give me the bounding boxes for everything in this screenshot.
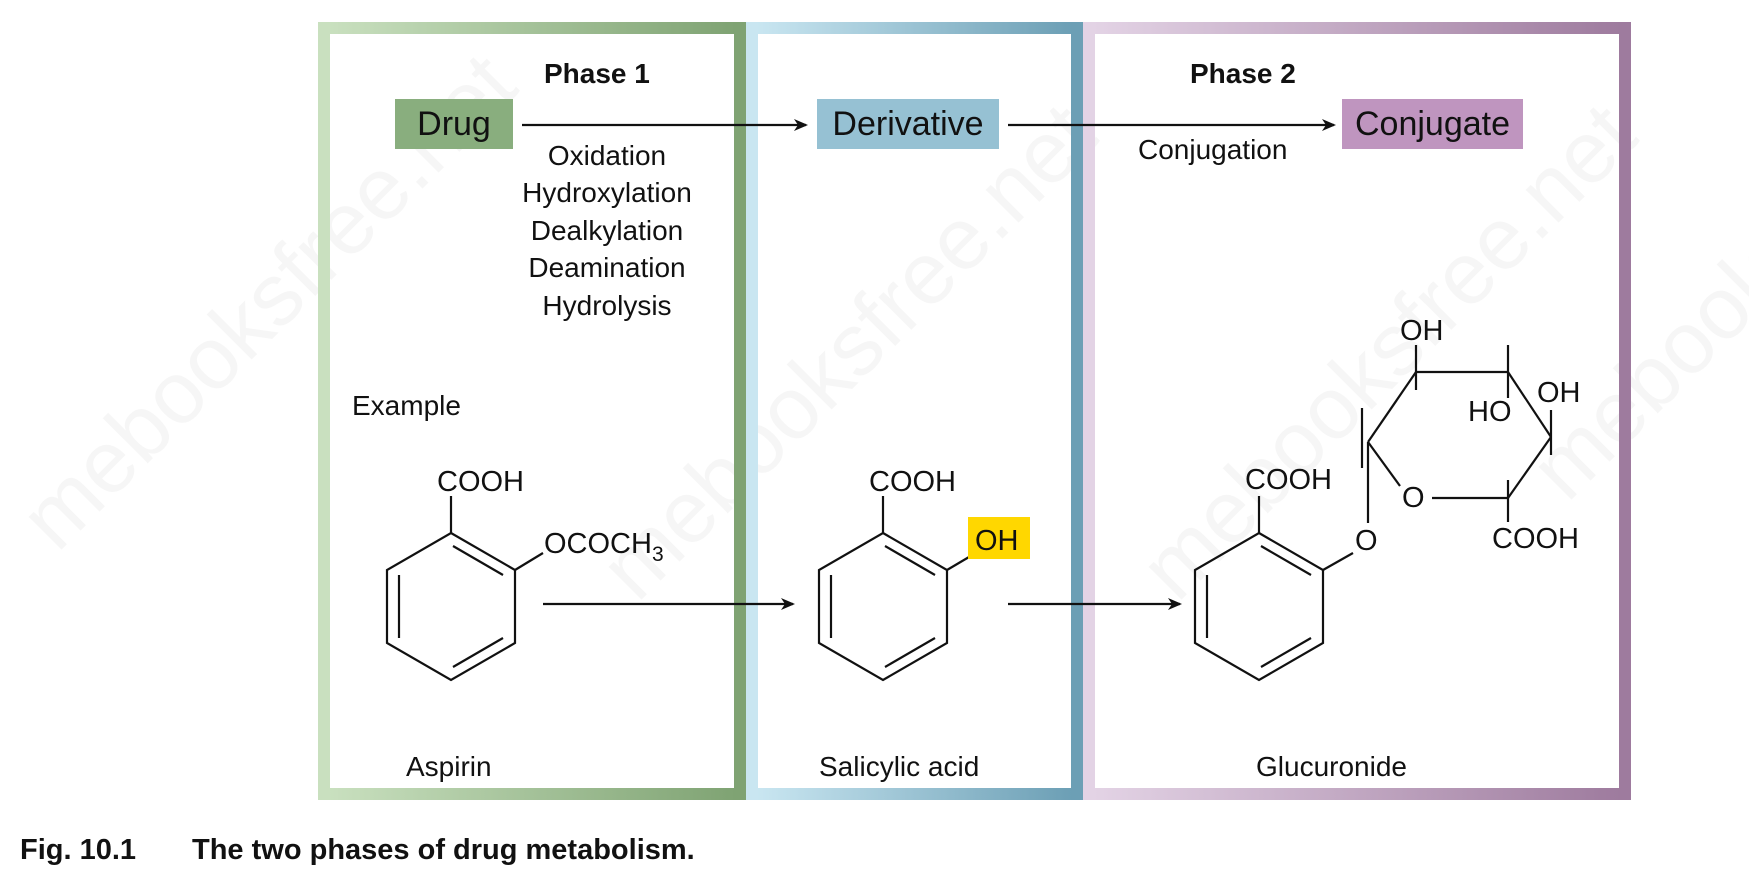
derivative-panel — [746, 22, 1083, 800]
conjugate-box: Conjugate — [1342, 99, 1523, 149]
process-hydroxylation: Hydroxylation — [522, 177, 692, 208]
aspirin-label: Aspirin — [406, 751, 492, 782]
phase1-title: Phase 1 — [544, 58, 650, 89]
derivative-box: Derivative — [817, 99, 999, 149]
process-deamination: Deamination — [528, 252, 686, 283]
aspirin-ester: OCOCH3 — [544, 528, 664, 566]
salicylic-structure — [817, 496, 970, 682]
oh-highlight — [968, 517, 1030, 559]
salicylic-cooh: COOH — [869, 466, 956, 498]
phase2-process: Conjugation — [1138, 134, 1288, 165]
process-oxidation: Oxidation — [547, 140, 667, 171]
drug-box: Drug — [395, 99, 513, 149]
glucuronide-cooh: COOH — [1245, 464, 1332, 496]
phase1-panel — [318, 22, 746, 800]
example-label: Example — [352, 390, 461, 421]
glucuronide-label: Glucuronide — [1256, 751, 1407, 782]
glucuronide-structure — [1193, 345, 1553, 682]
sugar-cooh: COOH — [1492, 523, 1579, 555]
sugar-oh-top: OH — [1400, 315, 1444, 347]
glucuronide-link-o: O — [1355, 525, 1378, 557]
aspirin-structure — [385, 496, 544, 682]
sugar-ring-o: O — [1402, 482, 1425, 514]
aspirin-cooh: COOH — [437, 466, 524, 498]
sugar-ho: HO — [1468, 396, 1512, 428]
process-hydrolysis: Hydrolysis — [542, 290, 672, 321]
caption-number: Fig. 10.1 — [20, 834, 137, 866]
reaction-arrows — [522, 119, 1336, 610]
salicylic-label: Salicylic acid — [819, 751, 980, 782]
phase2-panel — [1083, 22, 1631, 800]
phase2-title: Phase 2 — [1190, 58, 1296, 89]
salicylic-oh: OH — [975, 525, 1019, 557]
process-dealkylation: Dealkylation — [530, 215, 684, 246]
caption-text: The two phases of drug metabolism. — [192, 834, 695, 866]
sugar-oh-right: OH — [1537, 377, 1581, 409]
